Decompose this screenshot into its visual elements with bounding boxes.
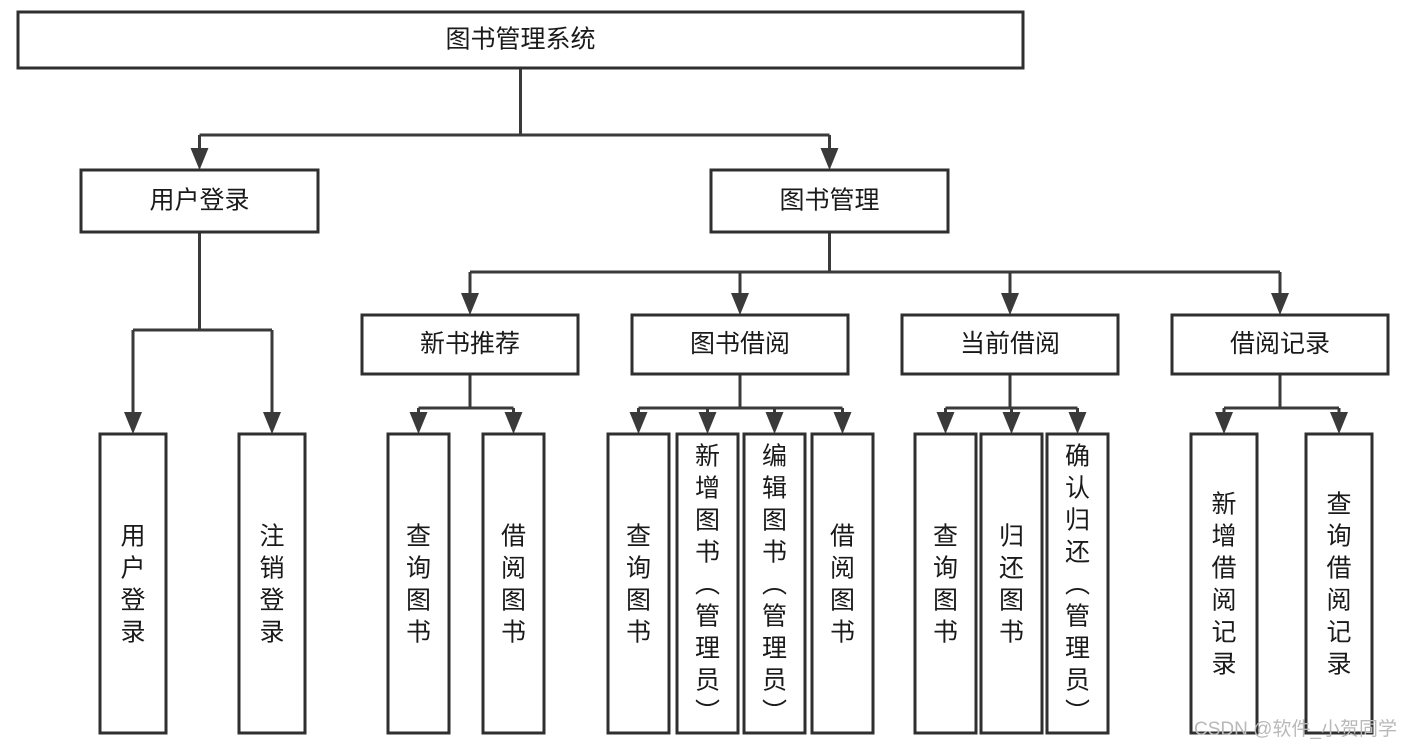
arrow-head-icon (409, 412, 428, 434)
node-label: 借阅记录 (1230, 330, 1330, 358)
node-leaf-edit-book-admin[interactable]: 编辑图书︵管理员︶ (742, 432, 807, 735)
node-borrow-record[interactable]: 借阅记录 (1170, 313, 1390, 376)
arrow-head-icon (1068, 412, 1087, 434)
node-new-book-recommend[interactable]: 新书推荐 (360, 313, 580, 376)
node-leaf-add-borrow-record[interactable]: 新增借阅记录 (1189, 432, 1259, 735)
node-label: 用户登录 (120, 523, 145, 647)
node-label: 借阅图书 (501, 523, 526, 647)
node-leaf-user-login[interactable]: 用户登录 (98, 432, 168, 735)
node-leaf-confirm-return-admin[interactable]: 确认归还︵管理员︶ (1045, 432, 1110, 735)
node-leaf-query-books-borrow[interactable]: 查询图书 (606, 432, 671, 735)
node-box (979, 432, 1044, 735)
node-root[interactable]: 图书管理系统 (16, 10, 1025, 70)
node-box (1045, 432, 1110, 735)
node-label: 新增图书︵管理员︶ (695, 443, 720, 727)
node-user-login[interactable]: 用户登录 (79, 168, 320, 234)
node-label: 借阅图书 (830, 523, 855, 647)
connector-edges (124, 68, 1348, 434)
arrow-head-icon (461, 293, 479, 315)
arrow-head-icon (190, 148, 209, 170)
node-box (900, 313, 1120, 376)
arrow-head-icon (124, 412, 142, 434)
node-leaf-logout[interactable]: 注销登录 (237, 432, 307, 735)
arrow-head-icon (1002, 412, 1021, 434)
node-label: 注销登录 (259, 523, 284, 647)
arrow-head-icon (936, 412, 955, 434)
node-box (675, 432, 740, 735)
node-leaf-query-borrow-record[interactable]: 查询借阅记录 (1304, 432, 1374, 735)
arrow-head-icon (698, 412, 717, 434)
node-box (742, 432, 807, 735)
node-book-borrow[interactable]: 图书借阅 (630, 313, 850, 376)
node-leaf-borrow-books-rec[interactable]: 借阅图书 (481, 432, 546, 735)
node-current-borrow[interactable]: 当前借阅 (900, 313, 1120, 376)
arrow-head-icon (1330, 412, 1348, 434)
node-boxes: 图书管理系统用户登录图书管理新书推荐图书借阅当前借阅借阅记录用户登录注销登录查询… (16, 10, 1390, 735)
node-label: 用户登录 (149, 187, 249, 215)
node-box (360, 313, 580, 376)
node-label: 确认归还︵管理员︶ (1065, 443, 1090, 727)
node-label: 图书管理 (779, 187, 879, 215)
arrow-head-icon (1001, 293, 1019, 315)
arrow-head-icon (504, 412, 523, 434)
node-box (606, 432, 671, 735)
arrow-head-icon (731, 293, 749, 315)
node-box (16, 10, 1025, 70)
arrow-head-icon (629, 412, 648, 434)
node-label: 查询图书 (626, 523, 651, 647)
arrow-head-icon (765, 412, 784, 434)
node-box (98, 432, 168, 735)
node-label: 新书推荐 (420, 330, 520, 358)
node-box (630, 313, 850, 376)
node-label: 新增借阅记录 (1211, 491, 1236, 679)
node-label: 编辑图书︵管理员︶ (762, 443, 787, 727)
node-leaf-query-books-rec[interactable]: 查询图书 (386, 432, 451, 735)
node-label: 图书借阅 (690, 330, 790, 358)
node-label: 查询借阅记录 (1326, 491, 1351, 679)
node-book-management[interactable]: 图书管理 (709, 168, 950, 234)
node-box (913, 432, 978, 735)
arrow-head-icon (833, 412, 852, 434)
node-leaf-add-book-admin[interactable]: 新增图书︵管理员︶ (675, 432, 740, 735)
node-label: 图书管理系统 (445, 26, 595, 54)
arrow-head-icon (820, 148, 839, 170)
node-box (1304, 432, 1374, 735)
node-box (481, 432, 546, 735)
node-box (386, 432, 451, 735)
node-label: 查询图书 (406, 523, 431, 647)
node-box (79, 168, 320, 234)
arrow-head-icon (1271, 293, 1289, 315)
csdn-watermark: CSDN @软件_小贺同学 (1194, 719, 1397, 740)
arrow-head-icon (263, 412, 281, 434)
node-box (1170, 313, 1390, 376)
node-box (237, 432, 307, 735)
node-leaf-borrow-book[interactable]: 借阅图书 (810, 432, 875, 735)
node-box (810, 432, 875, 735)
node-leaf-query-books-current[interactable]: 查询图书 (913, 432, 978, 735)
arrow-head-icon (1215, 412, 1233, 434)
node-box (1189, 432, 1259, 735)
node-box (709, 168, 950, 234)
node-label: 查询图书 (933, 523, 958, 647)
node-label: 当前借阅 (960, 330, 1060, 358)
node-label: 归还图书 (999, 523, 1024, 647)
node-leaf-return-book[interactable]: 归还图书 (979, 432, 1044, 735)
